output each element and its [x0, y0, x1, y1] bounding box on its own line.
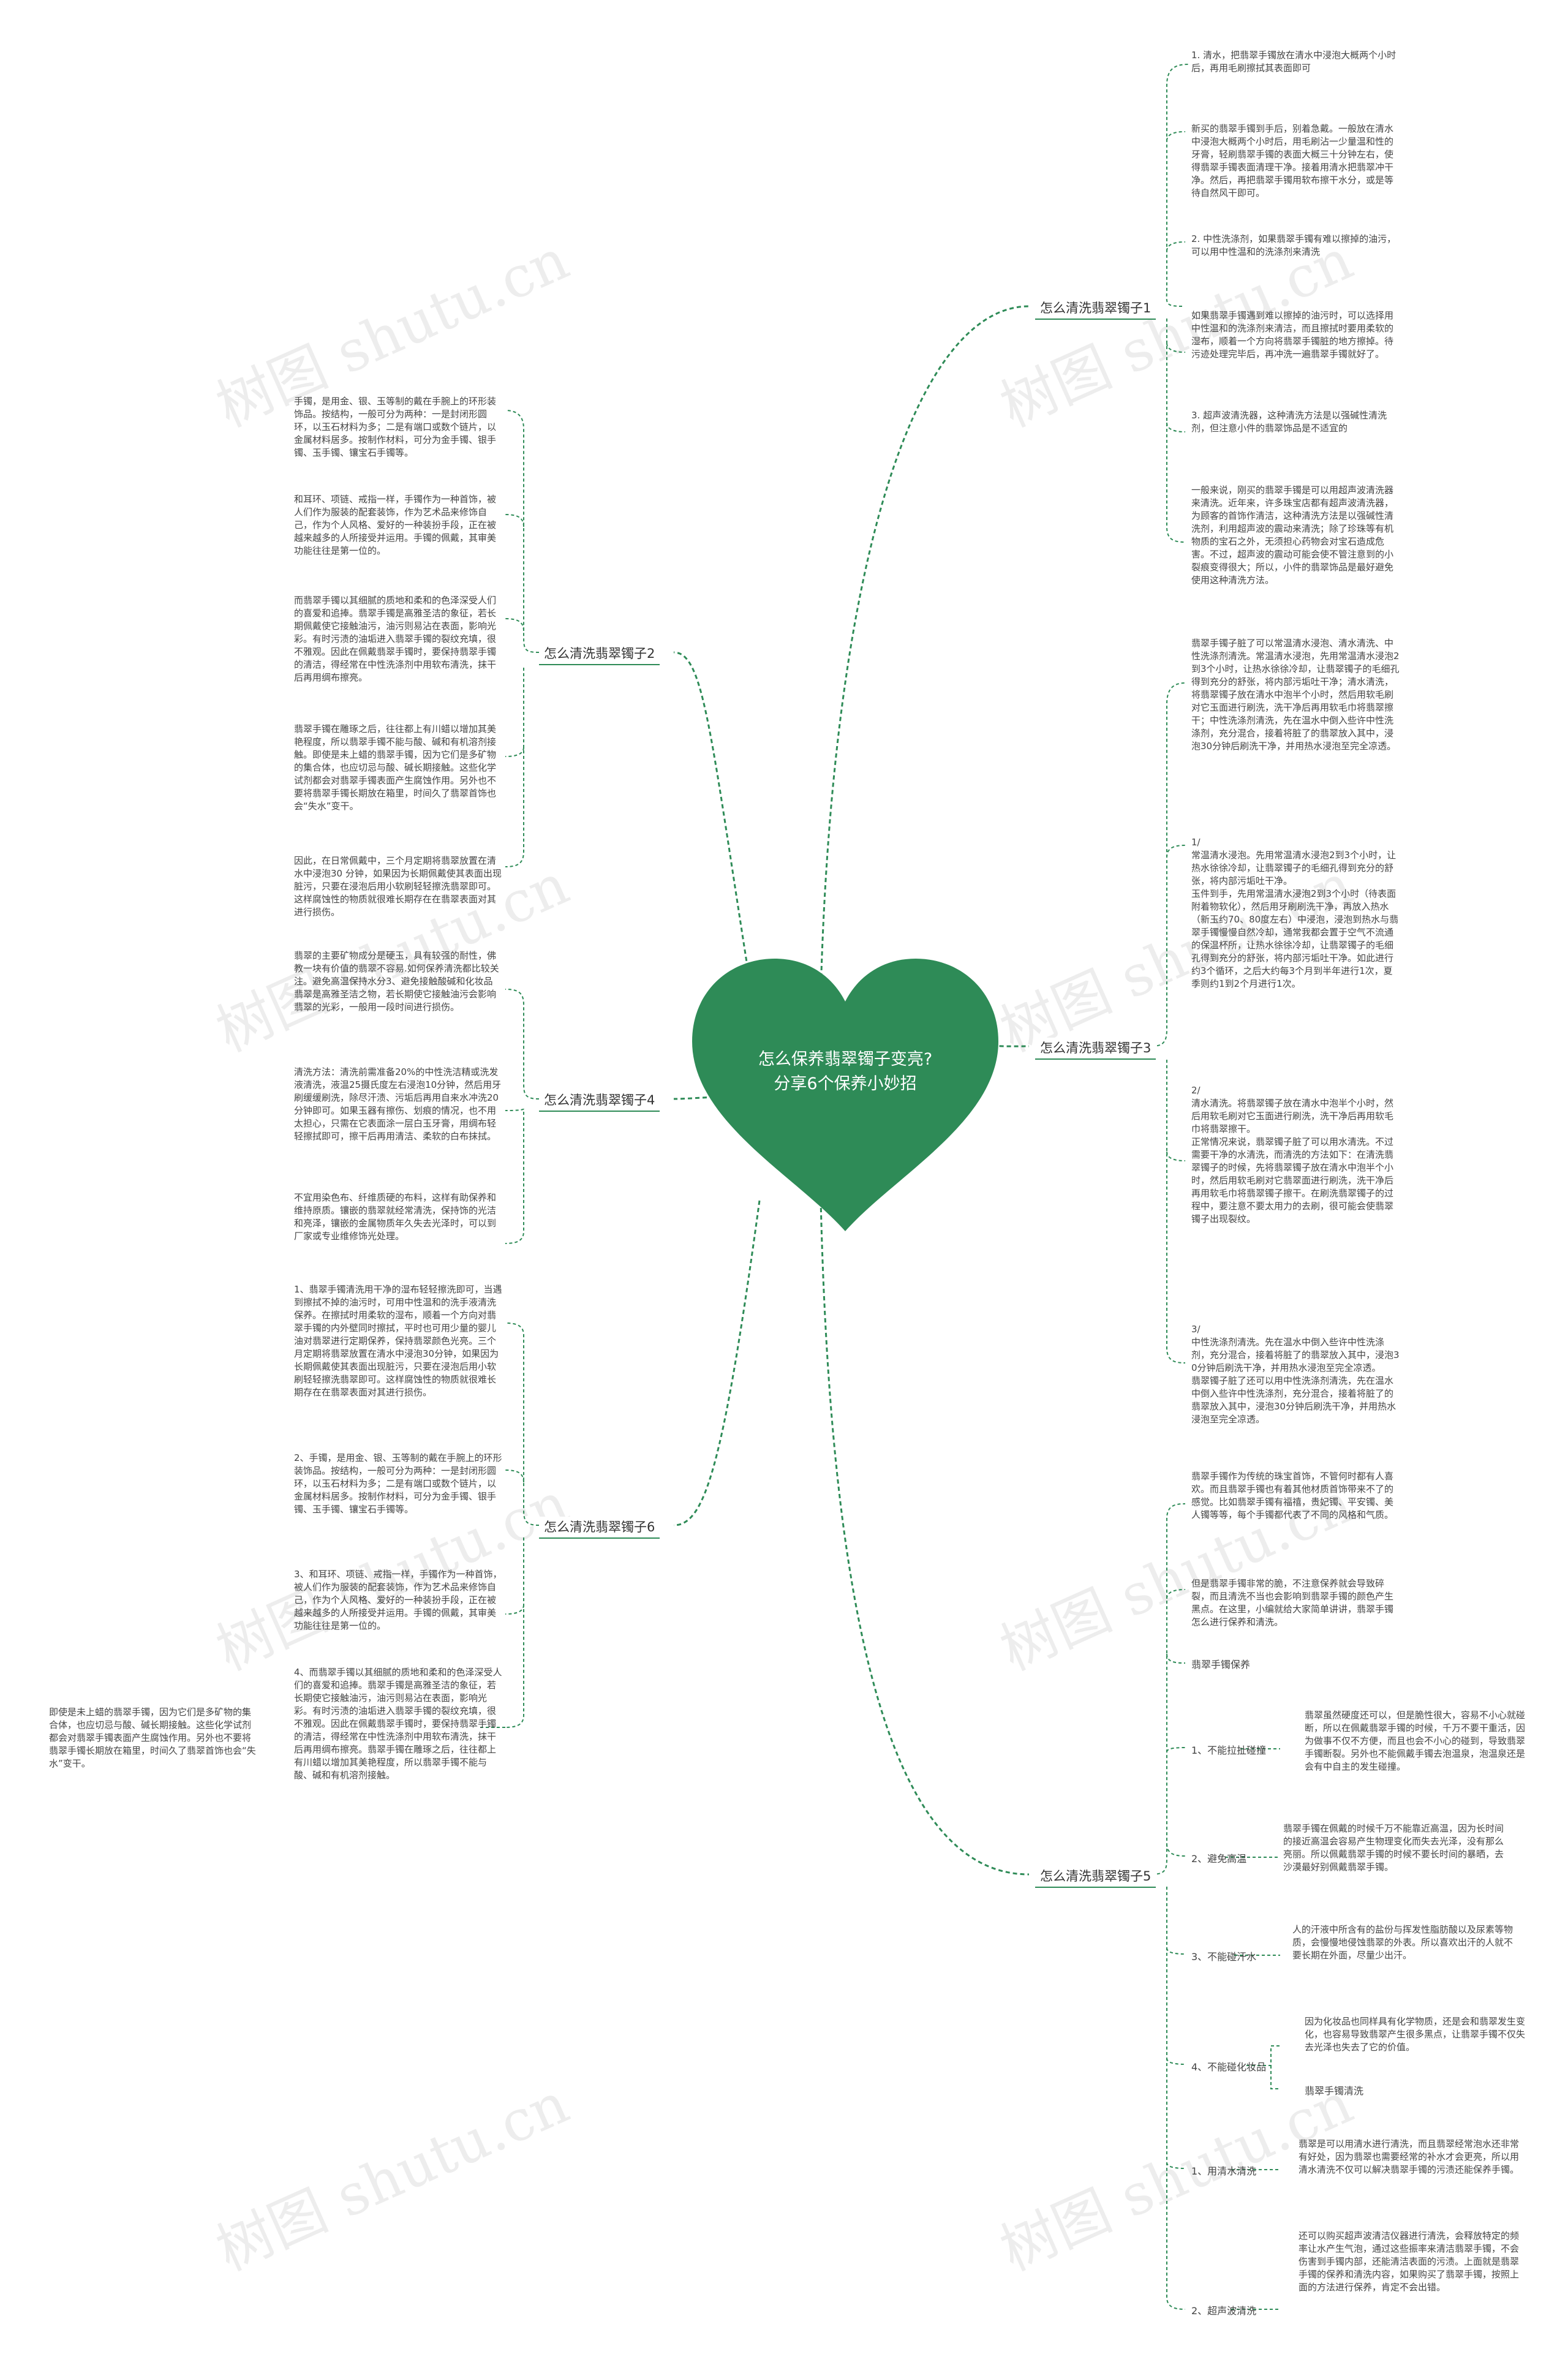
- b1-note-5: 3. 超声波清洗器，这种清洗方法是以强碱性清洗剂，但注意小件的翡翠饰品是不适宜的: [1191, 410, 1387, 434]
- b2-note-3: 而翡翠手镯以其细腻的质地和柔和的色泽深受人们的喜爱和追捧。翡翠手镯是高雅圣洁的象…: [294, 595, 497, 683]
- b5-item-3-text: 人的汗液中所含有的盐份与挥发性脂肪酸以及尿素等物质，会慢慢地侵蚀翡翠的外表。所以…: [1292, 1924, 1513, 1961]
- b1-note-6: 一般来说，刚买的翡翠手镯是可以用超声波清洗器来清洗。近年来，许多珠宝店都有超声波…: [1191, 485, 1394, 586]
- b4-note-3: 不宜用染色布、纤维质硬的布料，这样有助保养和维持原质。镶嵌的翡翠就经常清洗，保持…: [294, 1192, 497, 1242]
- b4-note-2: 清洗方法：清洗前需准备20%的中性洗洁精或洗发液清洗，液温25摄氏度左右浸泡10…: [294, 1066, 502, 1142]
- b3-note-2: 1/ 常温清水浸泡。先用常温清水浸泡2到3个小时，让热水徐徐冷却，让翡翠镯子的毛…: [1191, 837, 1399, 989]
- b5-item-2-label[interactable]: 2、避免高温: [1191, 1853, 1247, 1865]
- b2-note-2: 和耳环、项链、戒指一样，手镯作为一种首饰，被人们作为服装的配套装饰，作为艺术品来…: [294, 494, 497, 556]
- b6-note-3: 3、和耳环、项链、戒指一样，手镯作为一种首饰，被人们作为服装的配套装饰，作为艺术…: [294, 1569, 502, 1631]
- branch-2[interactable]: 怎么清洗翡翠镯子2: [539, 643, 660, 665]
- b5-item-6-text: 还可以购买超声波清洁仪器进行清洗，会释放特定的频率让水产生气泡，通过这些振率来清…: [1298, 2230, 1520, 2293]
- b5-item-2-text: 翡翠手镯在佩戴的时候千万不能靠近高温，因为长时间的接近高温会容易产生物理变化而失…: [1283, 1823, 1504, 1873]
- b5-section-maintenance: 翡翠手镯保养: [1191, 1659, 1251, 1670]
- central-title-line2: 分享6个保养小妙招: [774, 1074, 917, 1093]
- b2-note-4: 翡翠手镯在雕琢之后，往往都上有川蜡以增加其美艳程度，所以翡翠手镯不能与酸、碱和有…: [294, 723, 497, 812]
- b5-item-6-label[interactable]: 2、超声波清洗: [1191, 2305, 1257, 2317]
- central-topic[interactable]: 怎么保养翡翠镯子变亮? 分享6个保养小妙招: [723, 1047, 968, 1096]
- b5-item-4-label[interactable]: 4、不能碰化妆品: [1191, 2061, 1267, 2073]
- central-heart: [692, 959, 998, 1231]
- b5-intro-1: 翡翠手镯作为传统的珠宝首饰，不管何时都有人喜欢。而且翡翠手镯也有着其他材质首饰带…: [1191, 1471, 1394, 1520]
- b2-note-5: 因此，在日常佩戴中，三个月定期将翡翠放置在清水中浸泡30 分钟，如果因为长期佩戴…: [294, 855, 502, 918]
- b5-item-1-text: 翡翠虽然硬度还可以，但是脆性很大，容易不小心就碰断，所以在佩戴翡翠手镯的时候，千…: [1305, 1710, 1526, 1772]
- branch-4[interactable]: 怎么清洗翡翠镯子4: [539, 1090, 660, 1112]
- b1-note-3: 2. 中性洗涤剂，如果翡翠手镯有难以擦掉的油污，可以用中性温和的洗涤剂来清洗: [1191, 233, 1396, 257]
- b6-note-4: 4、而翡翠手镯以其细腻的质地和柔和的色泽深受人们的喜爱和追捧。翡翠手镯是高雅圣洁…: [294, 1667, 502, 1781]
- b5-intro-2: 但是翡翠手镯非常的脆，不注意保养就会导致碎裂，而且清洗不当也会影响到翡翠手镯的颜…: [1191, 1578, 1394, 1628]
- b5-section-cleaning: 翡翠手镯清洗: [1305, 2085, 1364, 2097]
- branch-3[interactable]: 怎么清洗翡翠镯子3: [1035, 1038, 1156, 1060]
- b6-note-1: 1、翡翠手镯清洗用干净的湿布轻轻擦洗即可，当遇到擦拭不掉的油污时，可用中性温和的…: [294, 1284, 502, 1398]
- b1-note-1: 1. 清水，把翡翠手镯放在清水中浸泡大概两个小时后，再用毛刷擦拭其表面即可: [1191, 50, 1396, 74]
- b6-note-2: 2、手镯，是用金、银、玉等制的戴在手腕上的环形装饰品。按结构，一般可分为两种：一…: [294, 1452, 502, 1515]
- branch-1[interactable]: 怎么清洗翡翠镯子1: [1035, 298, 1156, 320]
- b5-item-5-label[interactable]: 1、用清水清洗: [1191, 2165, 1257, 2177]
- branch-6[interactable]: 怎么清洗翡翠镯子6: [539, 1517, 660, 1539]
- b3-note-4: 3/ 中性洗涤剂清洗。先在温水中倒入些许中性洗涤剂，充分混合，接着将脏了的翡翠放…: [1191, 1324, 1400, 1425]
- b3-note-3: 2/ 清水清洗。将翡翠镯子放在清水中泡半个小时，然后用软毛刷对它玉面进行刷洗，洗…: [1191, 1085, 1394, 1224]
- branch-5[interactable]: 怎么清洗翡翠镯子5: [1035, 1866, 1156, 1888]
- b1-note-2: 新买的翡翠手镯到手后，别着急戴。一般放在清水中浸泡大概两个小时后，用毛刷沾一少量…: [1191, 123, 1394, 198]
- b6-note-5: 即使是未上蜡的翡翠手镯，因为它们是多矿物的集合体，也应切忌与酸、碱长期接触。这些…: [49, 1707, 256, 1769]
- b5-item-1-label[interactable]: 1、不能拉扯碰撞: [1191, 1745, 1267, 1756]
- b5-item-5-text: 翡翠是可以用清水进行清洗，而且翡翠经常泡水还非常有好处，因为翡翠也需要经常的补水…: [1298, 2138, 1520, 2175]
- b5-item-4-text: 因为化妆品也同样具有化学物质，还是会和翡翠发生变化，也容易导致翡翠产生很多黑点，…: [1305, 2016, 1526, 2053]
- b3-note-1: 翡翠手镯子脏了可以常温清水浸泡、清水清洗、中性洗涤剂清洗。常温清水浸泡，先用常温…: [1191, 638, 1400, 752]
- central-title-line1: 怎么保养翡翠镯子变亮?: [758, 1050, 933, 1069]
- b5-item-3-label[interactable]: 3、不能碰汗水: [1191, 1951, 1257, 1963]
- b1-note-4: 如果翡翠手镯遇到难以擦掉的油污时，可以选择用中性温和的洗涤剂来清洁，而且擦拭时要…: [1191, 310, 1394, 360]
- b2-note-1: 手镯，是用金、银、玉等制的戴在手腕上的环形装饰品。按结构，一般可分为两种：一是封…: [294, 396, 497, 458]
- b4-note-1: 翡翠的主要矿物成分是硬玉，具有较强的耐性，佛教一块有价值的翡翠不容易.如何保养清…: [294, 950, 502, 1013]
